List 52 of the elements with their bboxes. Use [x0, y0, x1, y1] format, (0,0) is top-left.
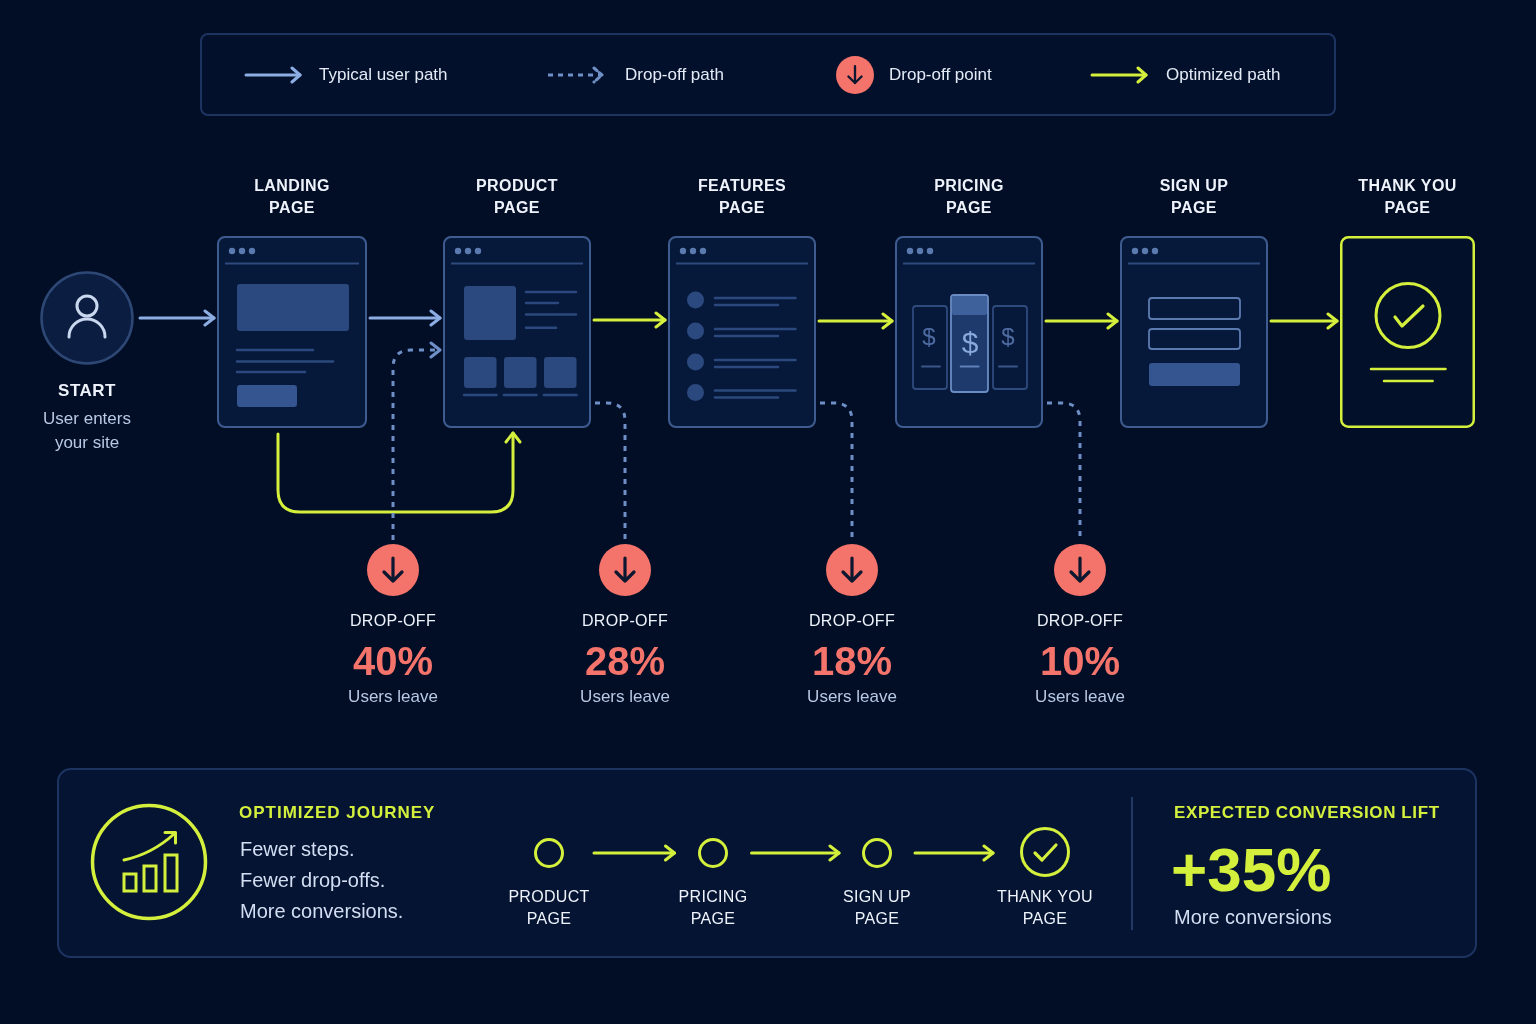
- dashed-arrow: [391, 341, 442, 540]
- start-label: START: [57, 381, 117, 401]
- page-title: SIGN UP PAGE: [1158, 176, 1230, 218]
- arrow: [913, 844, 995, 862]
- drop-off-percentage: 10%: [1038, 639, 1122, 683]
- drop-off-label: DROP-OFF: [581, 611, 669, 631]
- legend-label: Drop-off point: [889, 64, 992, 86]
- legend-label: Optimized path: [1166, 64, 1281, 86]
- summary-panel: [57, 768, 1477, 958]
- legend-label: Typical user path: [319, 64, 448, 86]
- drop-off-percentage: 28%: [583, 639, 667, 683]
- section-heading: OPTIMIZED JOURNEY: [239, 802, 436, 824]
- drop-off-label: DROP-OFF: [349, 611, 437, 631]
- arrow: [1044, 312, 1119, 330]
- page-title: FEATURES PAGE: [696, 176, 788, 218]
- drop-off-caption: Users leave: [579, 686, 671, 708]
- price-symbol: $: [1000, 323, 1016, 351]
- arrow: [276, 431, 522, 514]
- step-label: PRICING PAGE: [677, 887, 749, 929]
- benefit-line: Fewer drop-offs.: [240, 868, 386, 893]
- benefit-line: More conversions.: [240, 899, 404, 924]
- legend-label: Drop-off path: [625, 64, 724, 86]
- arrow: [138, 309, 216, 327]
- drop-off-caption: Users leave: [806, 686, 898, 708]
- arrow: [1269, 312, 1339, 330]
- page-title: PRODUCT PAGE: [475, 176, 559, 218]
- section-heading: EXPECTED CONVERSION LIFT: [1174, 802, 1440, 824]
- arrow: [750, 844, 841, 862]
- step-label: PRODUCT PAGE: [507, 887, 591, 929]
- price-symbol: $: [960, 326, 980, 360]
- drop-off-label: DROP-OFF: [808, 611, 896, 631]
- arrow: [592, 311, 667, 329]
- start-description: User enters your site: [42, 408, 132, 454]
- page-title: PRICING PAGE: [933, 176, 1005, 218]
- drop-off-caption: Users leave: [1034, 686, 1126, 708]
- dashed-connector-line: [820, 401, 854, 540]
- lift-value: +35%: [1171, 837, 1332, 903]
- dashed-connector-line: [595, 401, 627, 540]
- arrow: [592, 844, 676, 862]
- step-label: THANK YOU PAGE: [996, 887, 1094, 929]
- page-title: LANDING PAGE: [253, 176, 331, 218]
- benefit-line: Fewer steps.: [240, 837, 355, 862]
- drop-off-label: DROP-OFF: [1036, 611, 1124, 631]
- arrow: [368, 309, 442, 327]
- lift-caption: More conversions: [1174, 905, 1332, 930]
- price-symbol: $: [921, 323, 937, 351]
- drop-off-percentage: 18%: [810, 639, 894, 683]
- drop-off-percentage: 40%: [351, 639, 435, 683]
- page-title: THANK YOU PAGE: [1357, 176, 1458, 218]
- arrow: [817, 312, 894, 330]
- step-label: SIGN UP PAGE: [842, 887, 912, 929]
- drop-off-caption: Users leave: [347, 686, 439, 708]
